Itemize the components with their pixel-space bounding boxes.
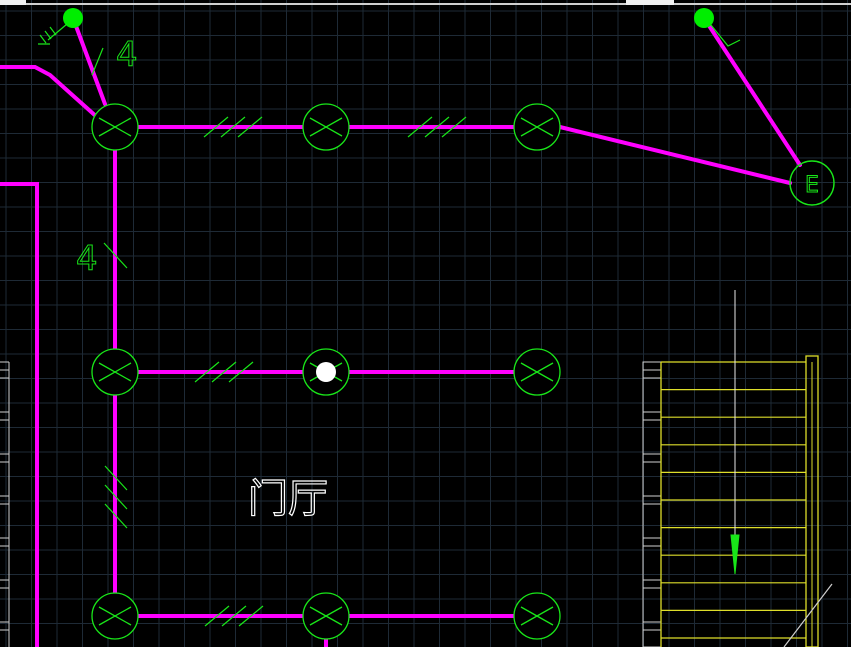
- wire-count-label-top: 4: [116, 35, 138, 75]
- left-wall-panel: [0, 361, 10, 647]
- wire-tick: [91, 47, 104, 76]
- wiring-layer: [0, 16, 802, 647]
- wire-switch-2: [702, 16, 802, 167]
- stair-direction-arrow: [730, 534, 740, 575]
- wire-tick: [103, 242, 128, 269]
- light-fixture[interactable]: [513, 348, 561, 396]
- wire-tick: [104, 465, 128, 491]
- top-frame: [0, 0, 851, 5]
- wire-tick: [407, 116, 433, 138]
- wire-tick: [104, 484, 128, 510]
- switch-1[interactable]: [38, 8, 83, 45]
- light-fixture[interactable]: [513, 592, 561, 640]
- wire-tick: [203, 116, 229, 138]
- wire-left-feed: [0, 65, 100, 120]
- wire-tick: [194, 361, 220, 383]
- wire-tick: [228, 361, 254, 383]
- light-fixture[interactable]: [513, 103, 561, 151]
- light-fixture[interactable]: [91, 592, 139, 640]
- staircase: [642, 290, 833, 647]
- wire-tick: [237, 116, 263, 138]
- wire-switch-1: [71, 16, 107, 106]
- junction-box-e[interactable]: E: [789, 160, 835, 206]
- wire-tick: [211, 361, 237, 383]
- room-label: 门厅: [248, 476, 328, 522]
- light-fixture[interactable]: [91, 348, 139, 396]
- wire-tick: [441, 116, 467, 138]
- light-fixture[interactable]: [302, 103, 350, 151]
- junction-label: E: [805, 173, 819, 198]
- wire-tick: [238, 605, 264, 627]
- wire-count-label-left: 4: [76, 239, 98, 279]
- wire-tick: [204, 605, 230, 627]
- stair-handrail: [805, 355, 819, 647]
- selected-grip: [316, 362, 336, 382]
- stair-break-line: [783, 583, 833, 647]
- wire-tick: [220, 116, 246, 138]
- light-fixture[interactable]: [91, 103, 139, 151]
- wire-tick: [221, 605, 247, 627]
- switch-2[interactable]: [694, 8, 741, 47]
- wire-tick: [104, 503, 128, 529]
- wire-count-ticks: [91, 47, 467, 627]
- fixture-layer: [91, 103, 561, 640]
- wire-tick: [424, 116, 450, 138]
- light-fixture[interactable]: [302, 348, 350, 396]
- wire-to-junction: [558, 125, 792, 185]
- light-fixture[interactable]: [302, 592, 350, 640]
- switch-layer: [38, 8, 741, 47]
- wire-left-panel: [0, 182, 39, 647]
